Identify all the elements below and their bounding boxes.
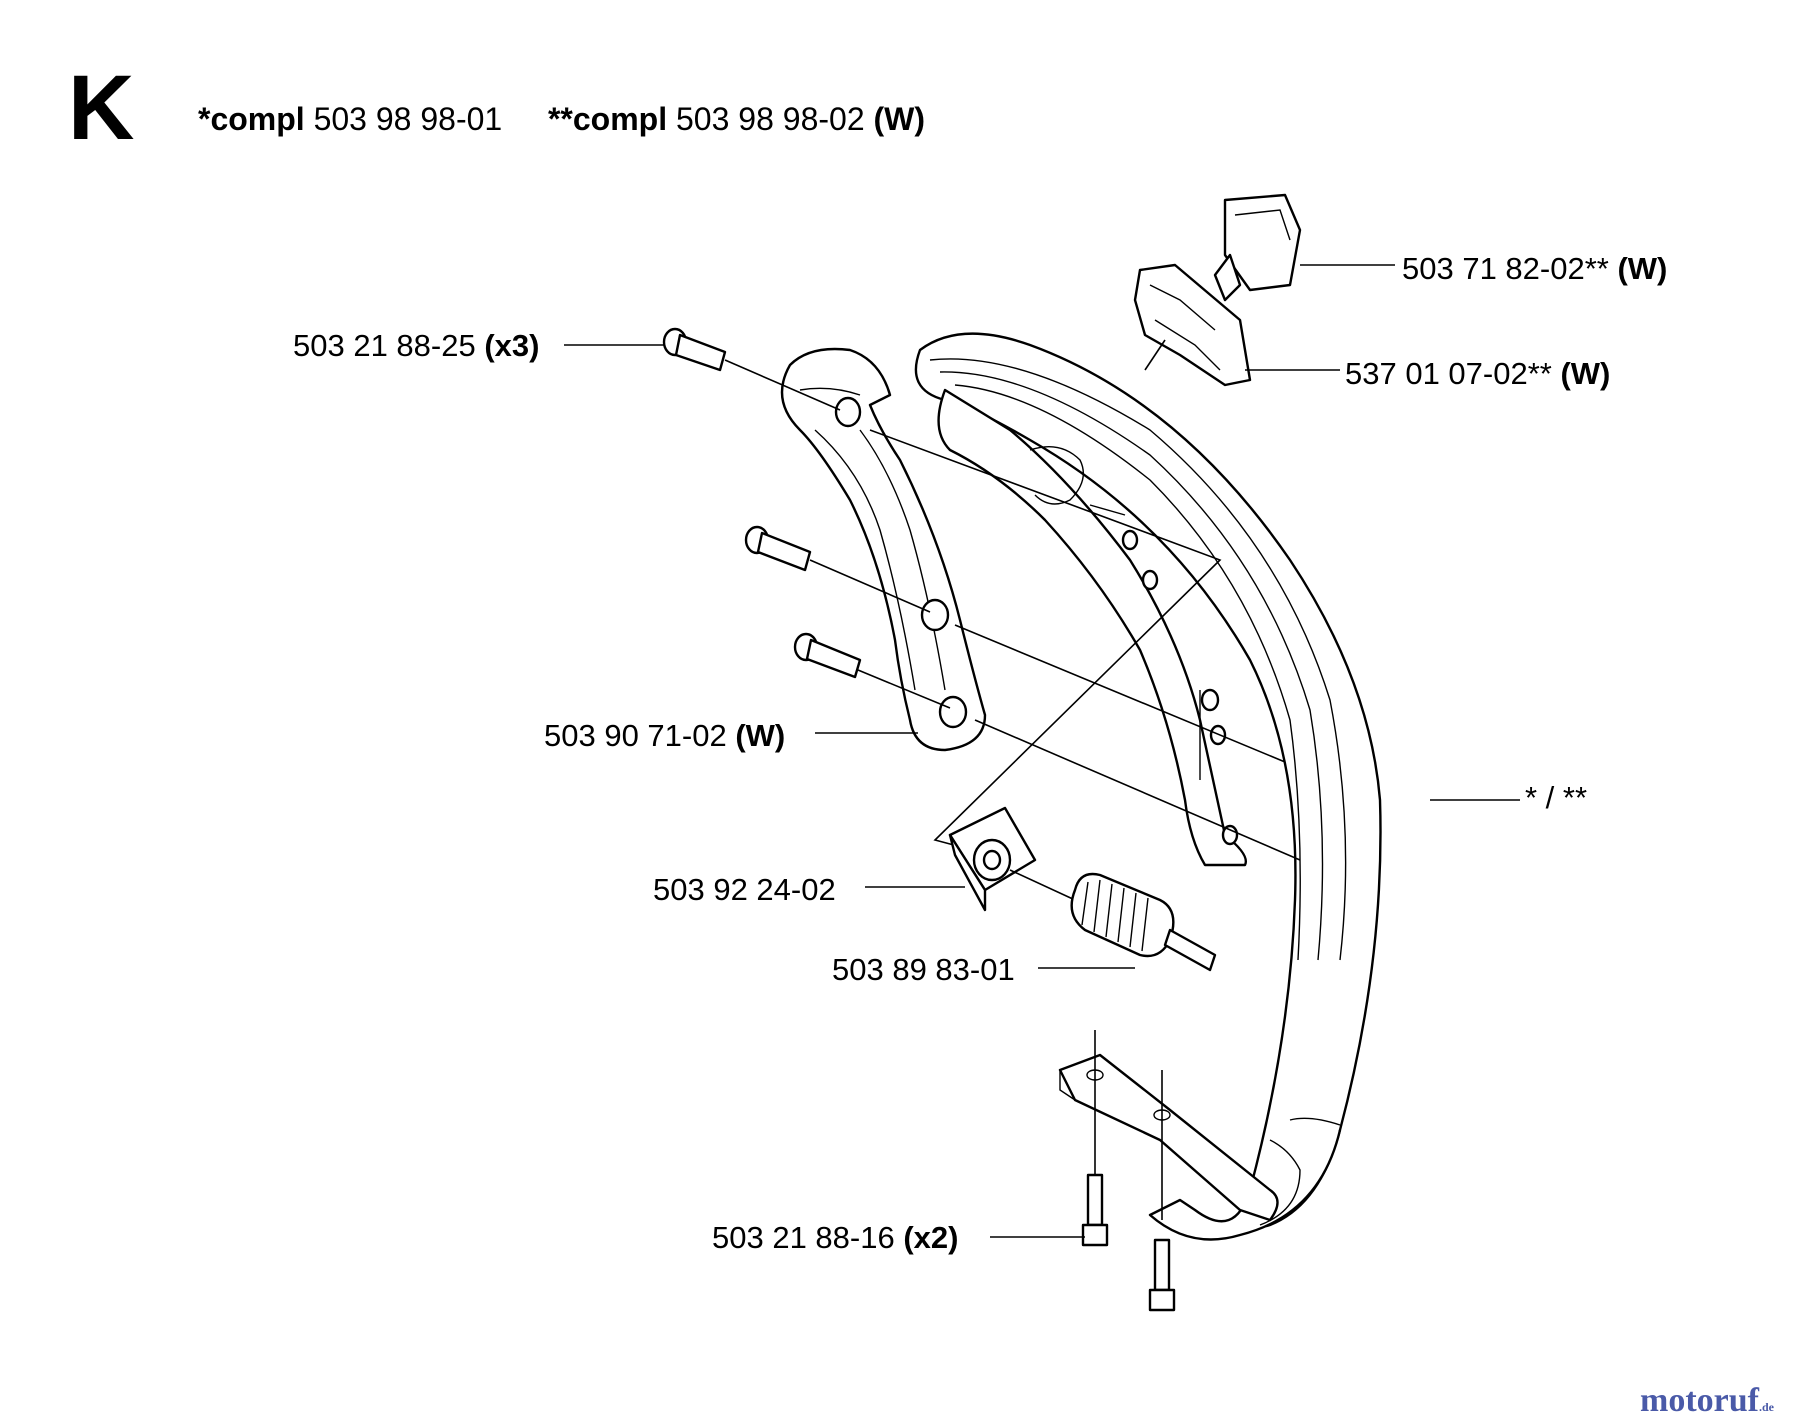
- part-qualifier: (W): [1560, 356, 1611, 391]
- spring-damper: [1070, 872, 1217, 972]
- part-number: 503 21 88-25: [293, 328, 476, 363]
- part-qualifier: (x3): [484, 328, 540, 363]
- part-number: 503 71 82-02**: [1402, 251, 1609, 286]
- screw-middle: [744, 525, 812, 572]
- compl-1-number: 503 98 98-01: [313, 101, 503, 137]
- section-letter: K: [68, 57, 135, 159]
- part-label: 503 21 88-16 (x2): [712, 1222, 958, 1253]
- compl-1-prefix: *compl: [198, 101, 305, 137]
- handle-inner-arm: [937, 388, 1247, 867]
- part-qualifier: (x2): [903, 1220, 959, 1255]
- compl-2-prefix: **compl: [547, 101, 668, 137]
- part-number: 503 21 88-16: [712, 1220, 895, 1255]
- part-number: 503 89 83-01: [832, 952, 1015, 987]
- watermark-logo: motoruf.de: [1640, 1382, 1774, 1420]
- part-number: * / **: [1525, 780, 1588, 815]
- part-number: 503 90 71-02: [544, 718, 727, 753]
- part-label: 503 21 88-25 (x3): [293, 330, 539, 361]
- screw-top: [662, 327, 727, 372]
- bottom-screw-left: [1081, 1173, 1109, 1247]
- switch-part-upper: [1213, 193, 1302, 302]
- bottom-screw-right: [1148, 1238, 1176, 1312]
- complete-assembly-numbers: *compl 503 98 98-01 **compl 503 98 98-02…: [198, 101, 925, 138]
- screw-lower: [793, 632, 862, 679]
- part-qualifier: (W): [1617, 251, 1668, 286]
- damper-mount-block: [948, 806, 1037, 912]
- part-label: 503 71 82-02** (W): [1402, 253, 1667, 284]
- part-number: 537 01 07-02**: [1345, 356, 1552, 391]
- front-handle-bar: [914, 332, 1382, 1241]
- part-number: 503 92 24-02: [653, 872, 836, 907]
- part-label: * / **: [1525, 782, 1587, 813]
- part-label: 503 89 83-01: [832, 954, 1015, 985]
- part-label: 537 01 07-02** (W): [1345, 358, 1610, 389]
- part-label: 503 90 71-02 (W): [544, 720, 785, 751]
- compl-2-number: 503 98 98-02: [676, 101, 865, 137]
- watermark-text: motoruf: [1640, 1382, 1759, 1419]
- part-label: 503 92 24-02: [653, 874, 836, 905]
- compl-2-suffix: (W): [873, 101, 926, 137]
- switch-part-lower: [1133, 263, 1252, 387]
- watermark-suffix: .de: [1758, 1400, 1774, 1414]
- left-mount-plate: [780, 347, 987, 752]
- part-qualifier: (W): [735, 718, 786, 753]
